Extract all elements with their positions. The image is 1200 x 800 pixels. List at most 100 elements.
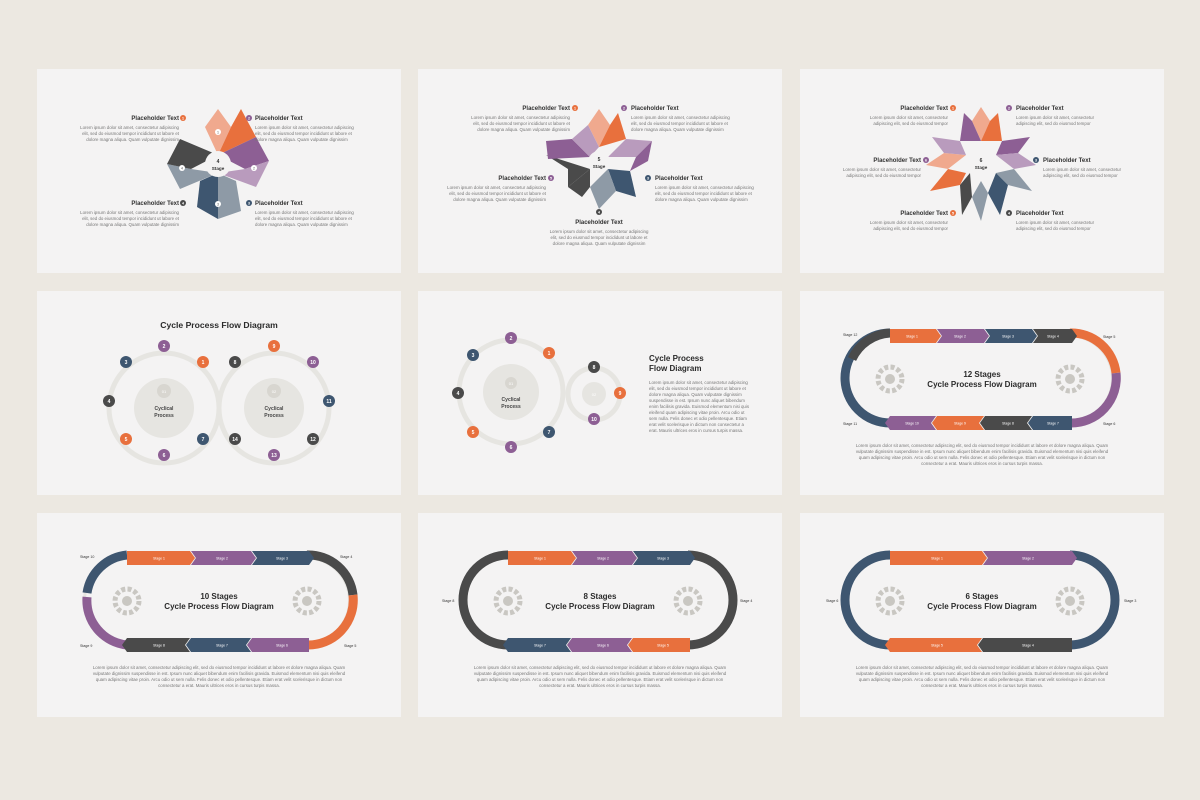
stage-word: Stage	[212, 166, 225, 171]
svg-text:3: 3	[1035, 159, 1037, 163]
slide-6-stages[interactable]: Stage 1 Stage 2 Stage 5 Stage 4 Stage 6 …	[800, 513, 1164, 717]
svg-text:3: 3	[472, 353, 475, 359]
svg-text:quam adipiscing vitae proin. A: quam adipiscing vitae proin. Arcu odio u…	[477, 677, 724, 682]
label-mid-right: 3 Placeholder Text Lorem ipsum dolor sit…	[1033, 157, 1122, 178]
svg-text:Lorem ipsum dolor sit amet, co: Lorem ipsum dolor sit amet, consectetur …	[255, 125, 354, 130]
slide-8-stages[interactable]: Stage 1 Stage 2 Stage 3 Stage 7 Stage 6 …	[418, 513, 782, 717]
label-top-right: 2 Placeholder Text Lorem ipsum dolor sit…	[1006, 105, 1095, 126]
svg-text:Process: Process	[154, 413, 174, 419]
svg-text:elit, sed do eiusmod tempor in: elit, sed do eiusmod tempor incididunt u…	[255, 131, 353, 136]
stage-count: 5	[598, 157, 601, 163]
label-bottom-left: Placeholder Text 4 Lorem ipsum dolor sit…	[80, 200, 186, 227]
svg-text:Cyclical: Cyclical	[265, 406, 285, 412]
svg-text:Placeholder Text: Placeholder Text	[1016, 106, 1064, 112]
svg-text:erat velit scelerisque in dict: erat velit scelerisque in dictum non con…	[649, 422, 744, 427]
svg-text:consectetur a erat. Mauris ult: consectetur a erat. Mauris ultrices eros…	[539, 683, 661, 688]
svg-text:02: 02	[592, 392, 597, 397]
svg-text:Stage 2: Stage 2	[1022, 557, 1034, 561]
slide-double-cycle[interactable]: Cycle Process Flow Diagram 01 02 Cyclica…	[37, 291, 401, 495]
svg-text:Stage 1: Stage 1	[931, 557, 943, 561]
flow-title-count: 8 Stages	[584, 592, 617, 601]
svg-text:1: 1	[952, 107, 954, 111]
svg-text:Lorem ipsum dolor sit amet, co: Lorem ipsum dolor sit amet, consectetur	[1043, 167, 1122, 172]
svg-text:13: 13	[271, 453, 277, 459]
svg-text:Stage 8: Stage 8	[442, 599, 454, 603]
svg-text:Lorem ipsum dolor sit amet, co: Lorem ipsum dolor sit amet, consectetur …	[856, 443, 1109, 448]
svg-text:elit, sed do eiusmod tempor in: elit, sed do eiusmod tempor incididunt u…	[649, 386, 747, 391]
svg-text:6: 6	[925, 159, 927, 163]
slide-12-stages[interactable]: Stage 1 Stage 2 Stage 3 Stage 4 Stage 10…	[800, 291, 1164, 495]
svg-text:3: 3	[125, 360, 128, 366]
slide-5-stage-star[interactable]: 5 Stage Placeholder Text 1 Lorem ipsum d…	[418, 69, 782, 273]
svg-text:3: 3	[248, 202, 250, 206]
svg-text:3: 3	[217, 203, 219, 207]
svg-text:Stage 3: Stage 3	[276, 557, 288, 561]
flow-title: Cycle Process Flow Diagram	[164, 602, 273, 611]
svg-text:quam adipiscing vitae proin. A: quam adipiscing vitae proin. Arcu odio u…	[859, 677, 1106, 682]
gear-icon	[1055, 364, 1085, 394]
svg-text:Stage 6: Stage 6	[1103, 422, 1115, 426]
svg-text:suspendisse in est. Ipsum nunc: suspendisse in est. Ipsum nunc aliquet b…	[649, 398, 745, 403]
stage-word: Stage	[593, 164, 606, 169]
svg-text:dolore magna aliqua. Quam vulp: dolore magna aliqua. Quam vulputate dign…	[86, 137, 179, 142]
slide-6-stage-star[interactable]: 6 Stage Placeholder Text 1 Lorem ipsum d…	[800, 69, 1164, 273]
label-top-left: Placeholder Text 1 Lorem ipsum dolor sit…	[870, 105, 956, 126]
svg-text:quam adipiscing vitae proin. A: quam adipiscing vitae proin. Arcu odio u…	[859, 455, 1106, 460]
top-arrow-row: Stage 1 Stage 2 Stage 3	[508, 551, 695, 565]
bottom-arrow-row: Stage 7 Stage 6 Stage 5	[503, 638, 690, 652]
svg-text:Lorem ipsum dolor sit amet, co: Lorem ipsum dolor sit amet, consectetur	[1016, 220, 1095, 225]
svg-text:Stage 7: Stage 7	[216, 644, 228, 648]
paragraph: Lorem ipsum dolor sit amet, consectetur …	[474, 665, 727, 688]
svg-text:Stage 1: Stage 1	[906, 335, 918, 339]
svg-text:Lorem ipsum dolor sit amet, co: Lorem ipsum dolor sit amet, consectetur …	[474, 665, 727, 670]
gear-icon	[493, 586, 523, 616]
gear-icon	[875, 364, 905, 394]
svg-text:02: 02	[272, 389, 277, 394]
svg-text:1: 1	[182, 117, 184, 121]
label-top-left: Placeholder Text 1 Lorem ipsum dolor sit…	[471, 105, 578, 132]
star-petal-3	[218, 137, 269, 169]
label-mid-left: Placeholder Text 5 Lorem ipsum dolor sit…	[447, 175, 554, 202]
svg-text:Stage 4: Stage 4	[740, 599, 752, 603]
svg-text:adipiscing elit, sed do eiusmo: adipiscing elit, sed do eiusmod tempor	[873, 121, 948, 126]
svg-text:Placeholder Text: Placeholder Text	[255, 116, 303, 122]
label-top-right: 2 Placeholder Text Lorem ipsum dolor sit…	[621, 105, 730, 132]
svg-text:elit, sed do eiusmod tempor in: elit, sed do eiusmod tempor incididunt u…	[82, 131, 180, 136]
star-petal-2	[218, 109, 256, 155]
svg-text:Stage 2: Stage 2	[597, 557, 609, 561]
slide-cycle-with-text[interactable]: 01 Cyclical Process 02 2 1 3 4 5 6 7 8 9…	[418, 291, 782, 495]
svg-text:elit, sed do eiusmod tempor in: elit, sed do eiusmod tempor incididunt u…	[449, 191, 547, 196]
svg-text:5: 5	[472, 430, 475, 436]
svg-text:Lorem ipsum dolor sit amet, co: Lorem ipsum dolor sit amet, consectetur …	[649, 380, 748, 385]
svg-text:elit, sed do eiusmod tempor in: elit, sed do eiusmod tempor incididunt u…	[655, 191, 753, 196]
svg-text:vulputate dignissim suspendiss: vulputate dignissim suspendisse in est. …	[93, 671, 346, 676]
gear-icon	[292, 586, 322, 616]
svg-text:Lorem ipsum dolor sit amet, co: Lorem ipsum dolor sit amet, consectetur	[870, 115, 949, 120]
stage-word: Stage	[975, 165, 988, 170]
svg-text:adipiscing elit, sed do eiusmo: adipiscing elit, sed do eiusmod tempor	[1016, 121, 1091, 126]
svg-text:Flow Diagram: Flow Diagram	[649, 364, 701, 373]
svg-text:5: 5	[952, 212, 954, 216]
svg-text:Stage 7: Stage 7	[534, 644, 546, 648]
svg-text:Lorem ipsum dolor sit amet, co: Lorem ipsum dolor sit amet, consectetur …	[471, 115, 570, 120]
svg-text:adipiscing elit, sed do eiusmo: adipiscing elit, sed do eiusmod tempor	[846, 173, 921, 178]
svg-text:Stage 2: Stage 2	[954, 335, 966, 339]
svg-text:2: 2	[623, 107, 625, 111]
svg-text:dolore magna aliqua. Quam vulp: dolore magna aliqua. Quam vulputate dign…	[255, 137, 348, 142]
svg-text:Placeholder Text: Placeholder Text	[655, 176, 703, 182]
gear-icon	[1055, 586, 1085, 616]
svg-text:10: 10	[591, 417, 597, 423]
label-top-left: Placeholder Text 1 Lorem ipsum dolor sit…	[80, 115, 186, 142]
svg-text:8: 8	[234, 360, 237, 366]
paragraph: Lorem ipsum dolor sit amet, consectetur …	[856, 665, 1109, 688]
slide-4-stage-star[interactable]: 4 Stage 1 2 3 4 Placeholder Text 1 Lorem…	[37, 69, 401, 273]
paragraph: Lorem ipsum dolor sit amet, consectetur …	[93, 665, 346, 688]
svg-text:2: 2	[510, 336, 513, 342]
slide-10-stages[interactable]: Stage 1 Stage 2 Stage 3 Stage 8 Stage 7 …	[37, 513, 401, 717]
svg-text:Stage 9: Stage 9	[954, 422, 966, 426]
slide-title: Cycle Process Flow Diagram	[160, 320, 278, 330]
svg-text:Stage 3: Stage 3	[657, 557, 669, 561]
svg-text:Stage 11: Stage 11	[843, 422, 857, 426]
gear-icon	[673, 586, 703, 616]
svg-text:01: 01	[162, 389, 167, 394]
